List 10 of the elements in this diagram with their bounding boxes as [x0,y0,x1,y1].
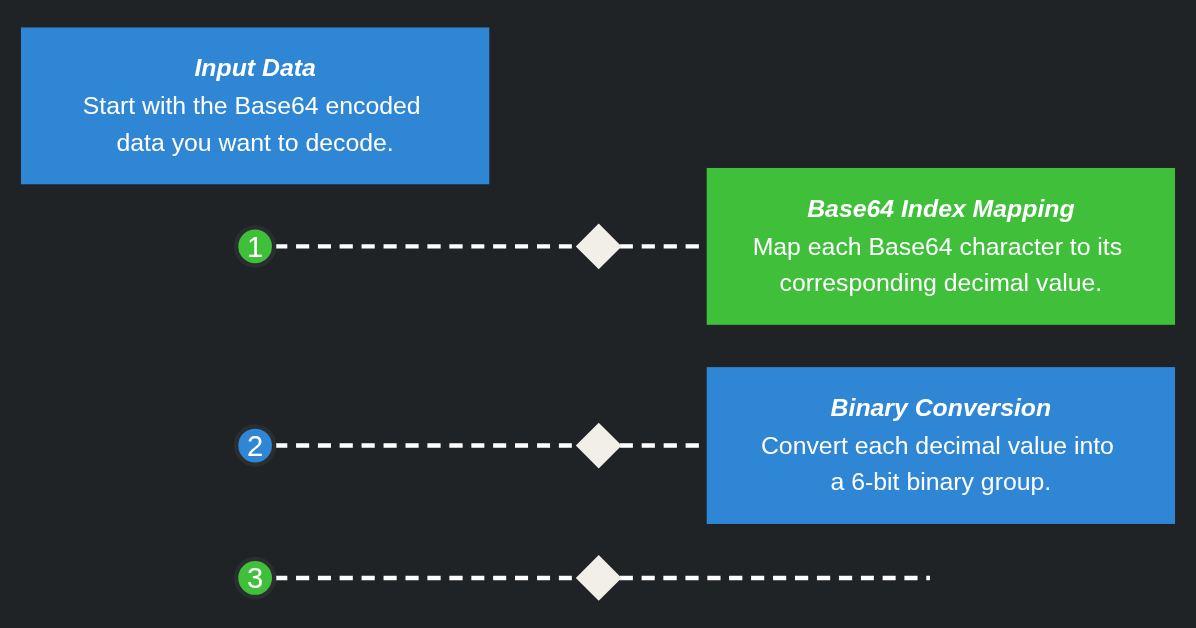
node-box: Base64 Index Mapping Map each Base64 character to its corresponding decimal value. [706,167,1176,325]
node-circle: 2 [233,424,277,467]
node-circle: 3 [233,556,277,600]
node-diamond [575,422,622,469]
node-diamond [575,223,622,270]
node-circle: 1 [233,225,277,268]
node-diamond [575,555,622,601]
node-box: Binary Conversion Convert each decimal value into a 6-bit binary group. [706,367,1176,524]
connector [619,575,930,581]
node-box: Input Data Start with the Base64 encoded data you want to decode. [20,27,490,185]
